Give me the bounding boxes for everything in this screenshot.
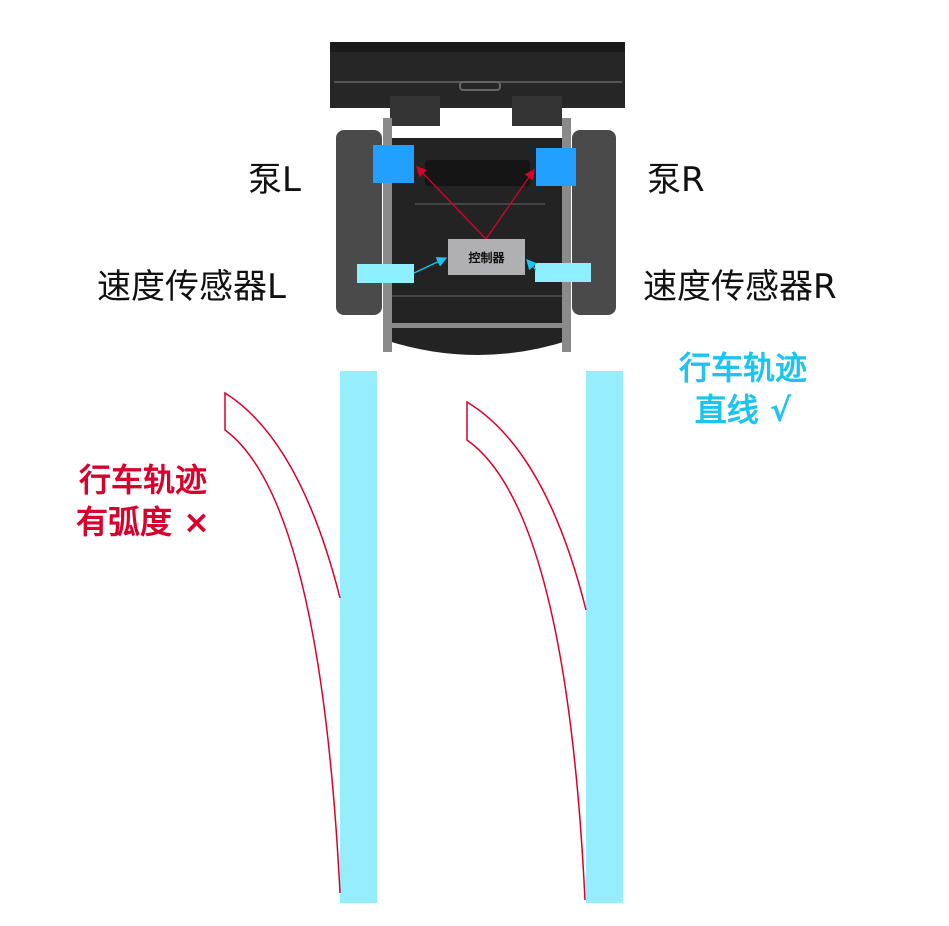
pump-left-label: 泵L (248, 160, 301, 200)
pump-left-block (373, 145, 414, 183)
curved-track-left (224, 391, 341, 894)
sensor-right-block (535, 263, 591, 282)
controller-box: 控制器 (448, 239, 525, 275)
straight-track-right (586, 371, 623, 903)
good-label-line2: 直线 √ (694, 391, 792, 429)
bad-label-line2: 有弧度 × (76, 503, 210, 541)
pump-right-block (536, 148, 576, 186)
good-label-line1: 行车轨迹 (678, 349, 807, 387)
bad-label-line1: 行车轨迹 (78, 461, 207, 499)
curved-track-right (466, 400, 587, 901)
sensor-left-label: 速度传感器L (97, 267, 286, 307)
arrow-to-pump-left (416, 166, 487, 240)
arrow-sensor-right (526, 259, 537, 271)
sensor-left-block (357, 264, 414, 283)
pump-right-label: 泵R (647, 160, 705, 200)
sensor-right-label: 速度传感器R (643, 267, 837, 307)
arrow-sensor-left (413, 257, 448, 274)
arrow-to-pump-right (485, 168, 535, 240)
machine-body (330, 42, 625, 355)
straight-track-left (340, 371, 377, 903)
